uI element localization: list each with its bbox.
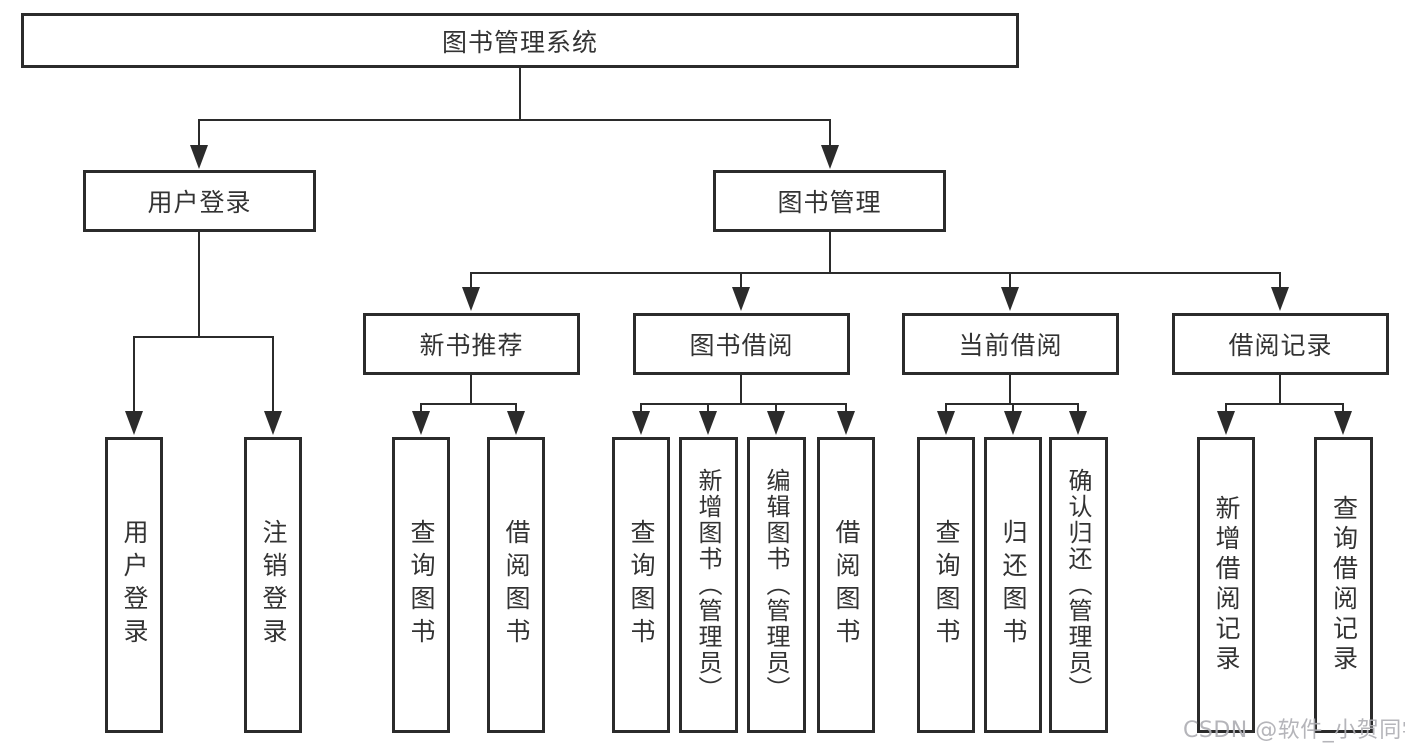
connector-line [640, 403, 847, 405]
leaf-return-book: 归还图书 [984, 437, 1042, 733]
connector-arrowhead [937, 411, 955, 435]
connector-arrowhead [1001, 287, 1019, 311]
connector-arrowhead [264, 411, 282, 435]
connector-arrowhead [632, 411, 650, 435]
connector-shaft [420, 403, 422, 413]
connector-shaft [133, 336, 135, 413]
connector-arrowhead [1069, 411, 1087, 435]
leaf-logout: 注销登录 [244, 437, 302, 733]
connector-shaft [829, 119, 831, 147]
node-current-borrowing: 当前借阅 [902, 313, 1119, 375]
connector-arrowhead [190, 145, 208, 169]
connector-line [198, 119, 831, 121]
connector-arrowhead [1334, 411, 1352, 435]
leaf-add-book-admin: 新增图书（管理员） [679, 437, 738, 733]
connector-arrowhead [699, 411, 717, 435]
connector-arrowhead [767, 411, 785, 435]
leaf-edit-book-admin: 编辑图书（管理员） [747, 437, 806, 733]
connector-arrowhead [462, 287, 480, 311]
leaf-query-books-current: 查询图书 [917, 437, 975, 733]
connector-line [470, 272, 1281, 274]
connector-stem [470, 375, 472, 405]
connector-line [133, 336, 274, 338]
connector-arrowhead [125, 411, 143, 435]
connector-arrowhead [1004, 411, 1022, 435]
connector-stem [1279, 375, 1281, 405]
connector-shaft [1342, 403, 1344, 413]
connector-line [1225, 403, 1344, 405]
connector-shaft [845, 403, 847, 413]
leaf-add-borrow-record: 新增借阅记录 [1197, 437, 1255, 733]
leaf-query-borrow-record: 查询借阅记录 [1314, 437, 1373, 733]
connector-shaft [198, 119, 200, 147]
node-borrowing-records: 借阅记录 [1172, 313, 1389, 375]
connector-arrowhead [732, 287, 750, 311]
leaf-confirm-return-admin: 确认归还（管理员） [1049, 437, 1108, 733]
watermark-text: CSDN @软件_小贺同学 [1183, 718, 1405, 743]
node-library-management-system: 图书管理系统 [21, 13, 1019, 68]
connector-stem [740, 375, 742, 405]
connector-shaft [515, 403, 517, 413]
connector-arrowhead [837, 411, 855, 435]
node-book-borrowing: 图书借阅 [633, 313, 850, 375]
connector-shaft [707, 403, 709, 413]
connector-shaft [740, 272, 742, 289]
node-new-book-recommendation: 新书推荐 [363, 313, 580, 375]
connector-line [420, 403, 517, 405]
connector-arrowhead [507, 411, 525, 435]
connector-shaft [1009, 272, 1011, 289]
leaf-query-books-recommend: 查询图书 [392, 437, 450, 733]
connector-shaft [945, 403, 947, 413]
connector-arrowhead [1271, 287, 1289, 311]
connector-shaft [640, 403, 642, 413]
connector-shaft [1077, 403, 1079, 413]
connector-stem [829, 232, 831, 274]
connector-arrowhead [1217, 411, 1235, 435]
node-book-management: 图书管理 [713, 170, 946, 232]
leaf-borrow-books-borrowing: 借阅图书 [817, 437, 875, 733]
leaf-user-login: 用户登录 [105, 437, 163, 733]
leaf-query-books-borrowing: 查询图书 [612, 437, 670, 733]
connector-shaft [470, 272, 472, 289]
connector-shaft [1225, 403, 1227, 413]
connector-shaft [775, 403, 777, 413]
connector-shaft [272, 336, 274, 413]
node-user-login: 用户登录 [83, 170, 316, 232]
connector-stem [1009, 375, 1011, 405]
connector-stem [198, 232, 200, 338]
connector-stem [519, 68, 521, 121]
connector-arrowhead [821, 145, 839, 169]
leaf-borrow-books-recommend: 借阅图书 [487, 437, 545, 733]
connector-arrowhead [412, 411, 430, 435]
connector-shaft [1012, 403, 1014, 413]
connector-shaft [1279, 272, 1281, 289]
